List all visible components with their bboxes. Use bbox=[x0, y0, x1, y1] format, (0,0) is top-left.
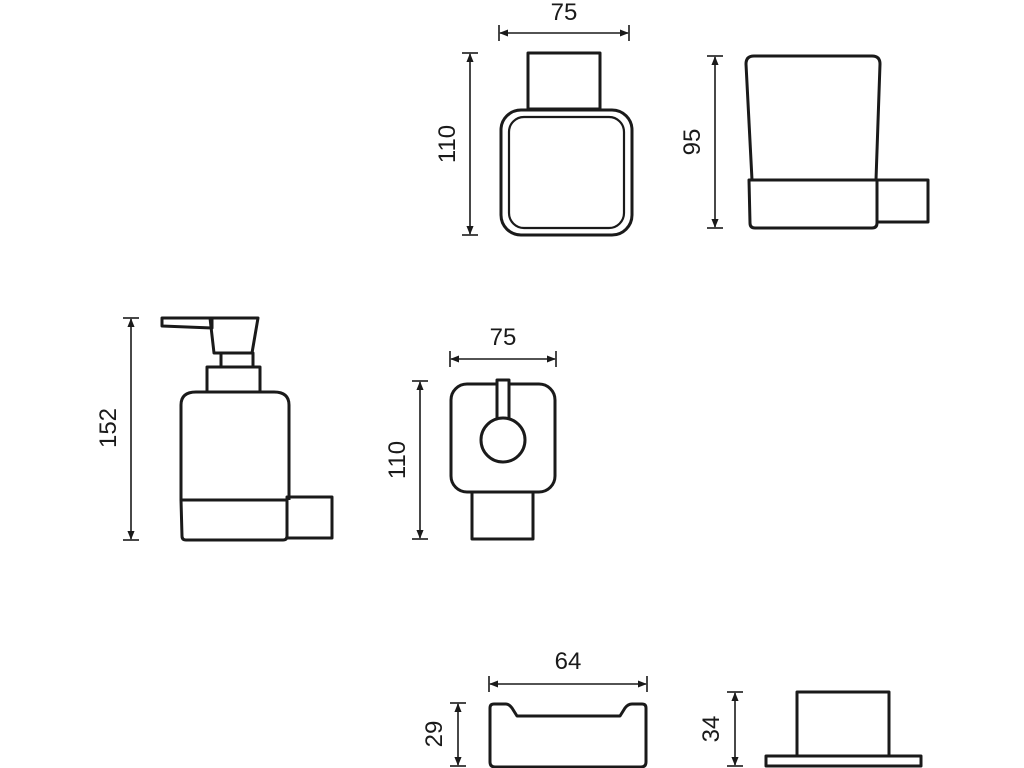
dispenser-wall-mount bbox=[285, 495, 334, 540]
tumbler-base bbox=[747, 178, 879, 230]
dimension-dispenser-holder-width-label: 75 bbox=[490, 324, 517, 351]
dimension-holder-height: 110 bbox=[434, 52, 478, 236]
holder-inner-frame bbox=[507, 115, 626, 230]
dimension-holder-width-label: 75 bbox=[551, 0, 578, 26]
dispenser-holder-stem bbox=[495, 378, 511, 424]
dispenser-holder-ring bbox=[479, 416, 527, 464]
dimension-hook-height-label: 34 bbox=[698, 716, 725, 743]
dimension-dispenser-height-label: 152 bbox=[95, 408, 122, 448]
dimension-soap-dish-height-label: 29 bbox=[421, 721, 448, 748]
dimension-tumbler-height-label: 95 bbox=[679, 129, 706, 156]
tumbler-wall-mount bbox=[875, 178, 930, 224]
dispenser-collar bbox=[205, 365, 262, 394]
dimension-holder-height-label: 110 bbox=[434, 125, 461, 163]
soap-dish-profile bbox=[488, 702, 648, 768]
dispenser-bottle bbox=[179, 390, 291, 500]
dispenser-pump-head bbox=[208, 316, 260, 355]
soap-dispenser-side-view bbox=[160, 316, 334, 542]
dispenser-spout bbox=[160, 316, 214, 330]
tumbler-holder-front-view bbox=[499, 51, 634, 237]
dimension-holder-width: 75 bbox=[498, 0, 630, 41]
holder-outer-frame bbox=[499, 108, 634, 237]
wall-hook-side-view bbox=[764, 690, 923, 768]
hook-block bbox=[795, 690, 891, 758]
dispenser-base bbox=[179, 498, 289, 542]
hook-base-plate bbox=[764, 754, 923, 768]
dimension-hook-height: 34 bbox=[698, 691, 743, 767]
soap-dish-side-view bbox=[488, 702, 648, 768]
dimension-dispenser-holder-width: 75 bbox=[449, 324, 557, 367]
tumbler-glass bbox=[744, 54, 882, 181]
dispenser-holder-wall-mount bbox=[470, 490, 535, 541]
dimension-tumbler-height: 95 bbox=[679, 55, 723, 229]
dimension-dispenser-height: 152 bbox=[95, 317, 139, 541]
dimension-soap-dish-width-label: 64 bbox=[555, 648, 582, 675]
dimension-dispenser-holder-height: 110 bbox=[384, 380, 428, 540]
dimension-dispenser-holder-height-label: 110 bbox=[384, 441, 411, 479]
dispenser-holder-front-view bbox=[449, 378, 557, 541]
tumbler-side-view bbox=[744, 54, 930, 230]
dimension-soap-dish-height: 29 bbox=[421, 702, 466, 767]
holder-wall-mount bbox=[526, 51, 602, 111]
dispenser-pump-stem bbox=[219, 351, 255, 369]
dimension-soap-dish-width: 64 bbox=[488, 648, 648, 692]
